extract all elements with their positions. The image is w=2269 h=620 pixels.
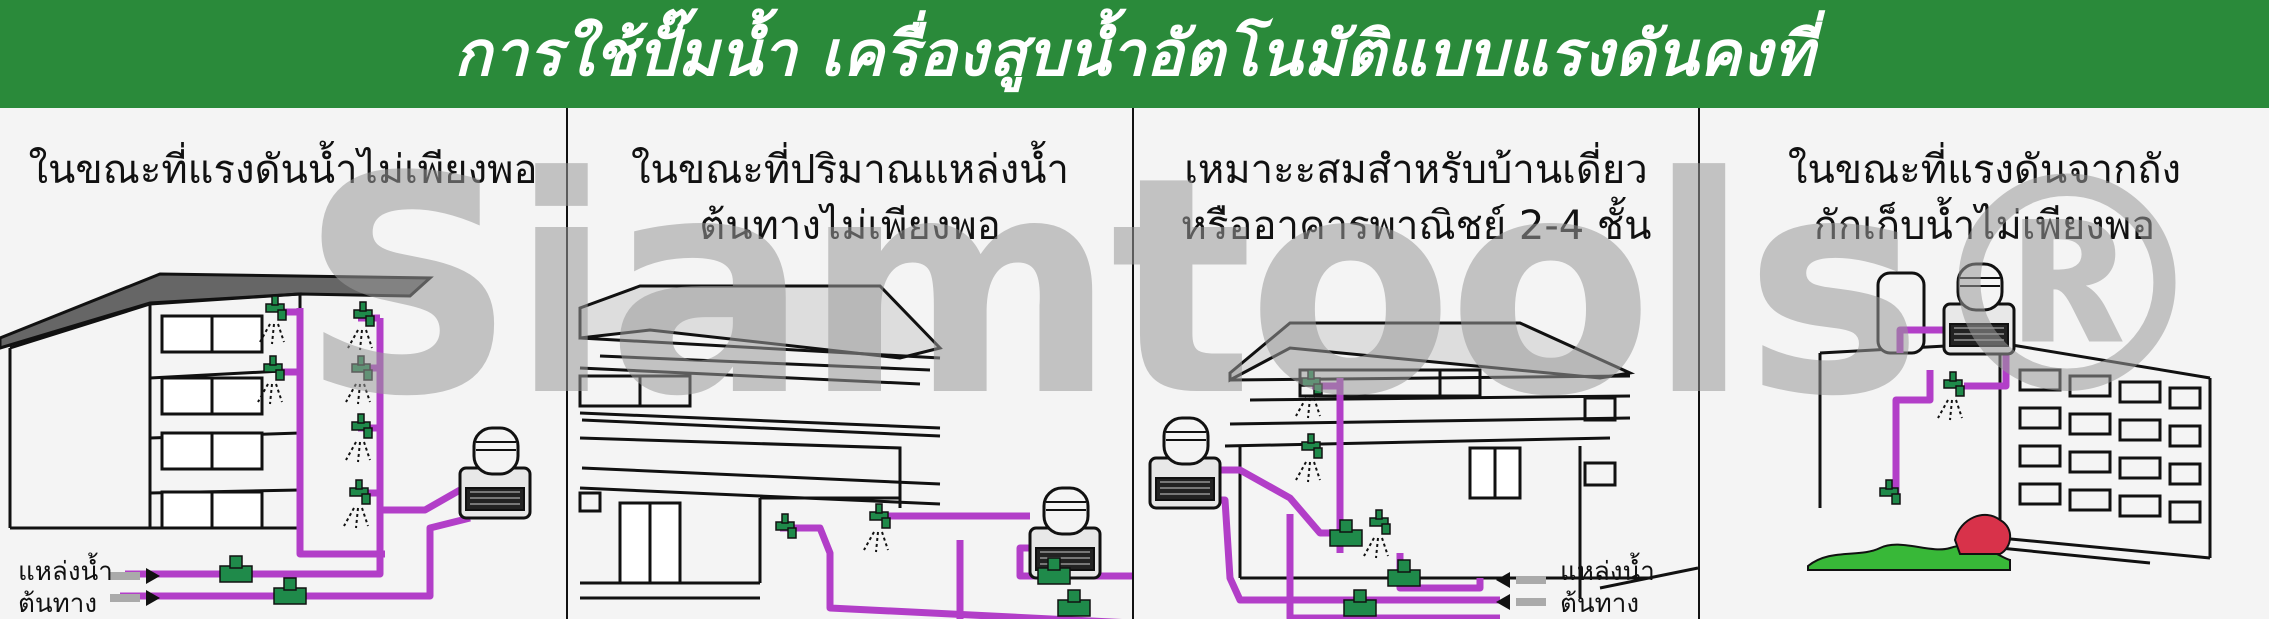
panel-2-caption-line-2: ต้นทางไม่เพียงพอ — [699, 203, 1001, 249]
diagram-canvas — [0, 108, 2269, 619]
panel-3-caption-line-1: เหมาะะสมสำหรับบ้านเดี่ยว — [1184, 147, 1648, 193]
panel-1-building — [0, 272, 434, 530]
panel-3-caption: เหมาะะสมสำหรับบ้านเดี่ยว หรืออาคารพาณิชย… — [1134, 142, 1698, 254]
panel-2-caption: ในขณะที่ปริมาณแหล่งน้ำ ต้นทางไม่เพียงพอ — [568, 142, 1132, 254]
panel-4-caption-line-2: กักเก็บน้ำไม่เพียงพอ — [1813, 203, 2156, 249]
panel-2-building — [578, 284, 943, 600]
panel-3-arrows — [1496, 572, 1546, 610]
panel-3-building — [1224, 321, 1699, 598]
panel-1-source-label-line-1: แหล่งน้ำ — [18, 557, 113, 587]
title-banner: การใช้ปั๊มน้ำ เครื่องสูบน้ำอัตโนมัติแบบแ… — [0, 0, 2269, 108]
panel-1-bg — [0, 108, 566, 619]
panel-1-caption-line-1: ในขณะที่แรงดันน้ำไม่เพียงพอ — [28, 147, 538, 193]
diagram-stage: ในขณะที่แรงดันน้ำไม่เพียงพอ ในขณะที่ปริม… — [0, 108, 2269, 619]
panel-3-source-label-line-2: ต้นทาง — [1560, 589, 1640, 619]
panel-1-arrows — [110, 568, 160, 606]
panel-1-source-label: แหล่งน้ำ ต้นทาง — [18, 556, 113, 620]
panel-3-source-label-line-1: แหล่งน้ำ — [1560, 557, 1655, 587]
panel-1-caption: ในขณะที่แรงดันน้ำไม่เพียงพอ — [0, 142, 566, 198]
panel-4-caption: ในขณะที่แรงดันจากถัง กักเก็บน้ำไม่เพียงพ… — [1700, 142, 2269, 254]
panel-3-source-label: แหล่งน้ำ ต้นทาง — [1560, 556, 1655, 620]
panel-1-pipes — [120, 308, 471, 600]
panel-4-landscape — [1807, 513, 2012, 571]
panel-4-caption-line-1: ในขณะที่แรงดันจากถัง — [1787, 147, 2182, 193]
panel-1-source-label-line-2: ต้นทาง — [18, 589, 98, 619]
panel-3-caption-line-2: หรืออาคารพาณิชย์ 2-4 ชั้น — [1180, 203, 1652, 249]
panel-2-caption-line-1: ในขณะที่ปริมาณแหล่งน้ำ — [631, 147, 1069, 193]
page-title: การใช้ปั๊มน้ำ เครื่องสูบน้ำอัตโนมัติแบบแ… — [454, 17, 1815, 90]
